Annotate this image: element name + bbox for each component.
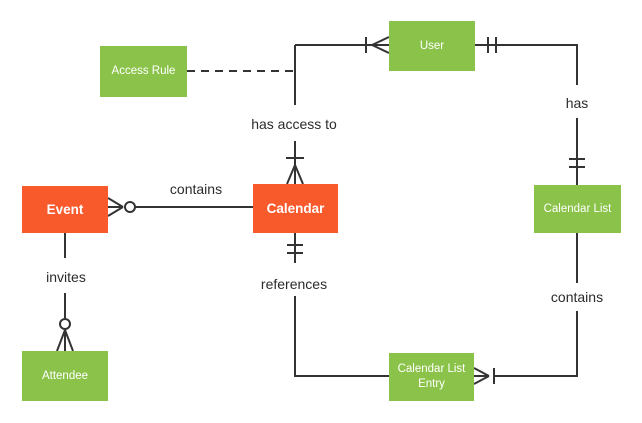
connector-entry-references-calendar [287,233,389,377]
entity-access-rule: Access Rule [100,46,187,97]
connector-calendarlist-contains-entry [473,233,578,385]
zero-optional-marker-attendee [59,318,71,330]
entity-calendar: Calendar [253,184,338,233]
connector-user-has-calendarlist [475,37,585,185]
entity-event-label: Event [46,201,84,217]
entity-user: User [389,21,475,71]
crowsfoot-many-marker-calendar [286,164,304,185]
relationship-label-contains-calendarlist-entry: contains [550,289,604,305]
entity-calendar-list: Calendar List [534,185,621,233]
line-calendarlist-bottom [494,233,578,377]
double-tick-marker-calendar-bottom [287,244,303,254]
entity-access-rule-label: Access Rule [111,65,176,78]
entity-calendar-list-entry-label: Calendar List Entry [397,363,466,390]
relationship-label-has-access-to: has access to [251,116,337,132]
line-user-right [475,44,578,85]
double-tick-marker-user-right [487,37,497,53]
relationship-label-has: has [565,95,589,111]
entity-attendee-label: Attendee [41,369,89,382]
entity-calendar-label: Calendar [266,200,325,216]
crowsfoot-many-marker-entry [473,367,490,385]
relationship-label-references: references [260,276,328,292]
entity-calendar-list-entry: Calendar List Entry [389,353,474,401]
crowsfoot-many-marker-user [371,36,390,54]
entity-user-label: User [419,39,445,52]
connector-event-invites-attendee [56,233,74,352]
entity-calendar-list-label: Calendar List [543,202,612,215]
zero-optional-marker-event [124,201,136,213]
crowsfoot-many-marker-attendee [56,329,74,352]
entity-event: Event [22,186,108,233]
connector-event-contains-calendar [107,197,253,217]
double-tick-marker-calendarlist-top [569,158,585,168]
relationship-label-contains-event-calendar: contains [169,181,223,197]
line-references-to-entry [294,296,389,377]
entity-attendee: Attendee [22,351,108,401]
relationship-label-invites: invites [46,269,86,285]
crowsfoot-many-marker-event [107,197,124,217]
connector-calendar-hasaccessto-user [286,36,390,185]
